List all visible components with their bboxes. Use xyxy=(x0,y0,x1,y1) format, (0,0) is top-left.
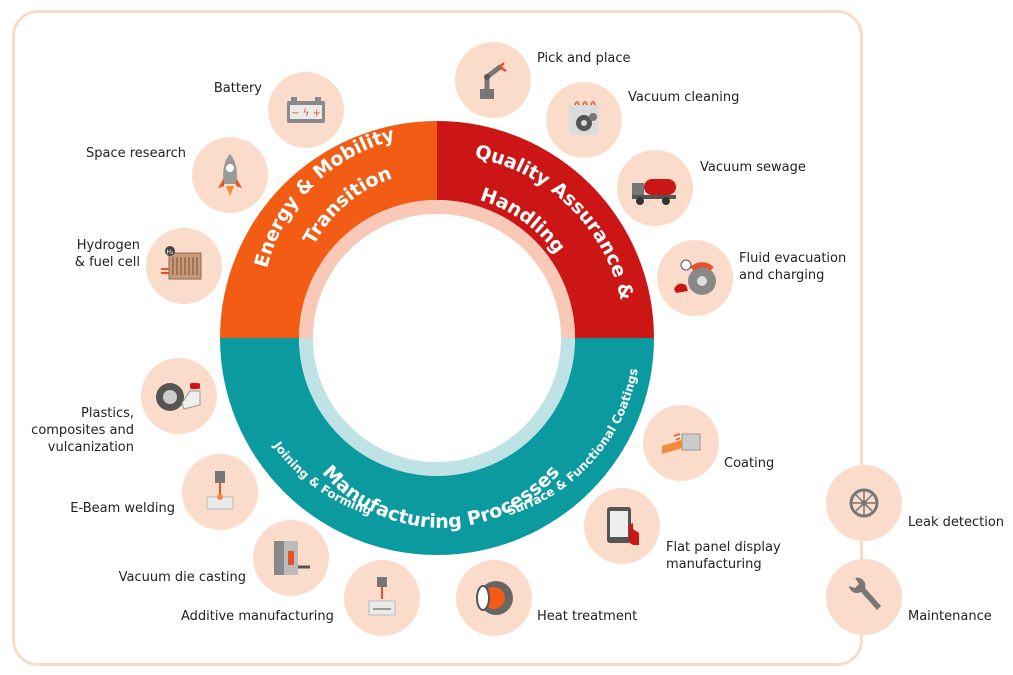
space-label: Space research xyxy=(86,146,186,161)
space-circle xyxy=(192,137,268,213)
plastics-label: Plastics, composites and vulcanization xyxy=(31,406,134,455)
maint-label: Maintenance xyxy=(908,609,992,624)
segment-manufacturing xyxy=(220,338,654,555)
ebeam-circle xyxy=(182,454,258,530)
wrench-icon xyxy=(849,577,881,610)
heat-label: Heat treatment xyxy=(537,609,638,624)
maint-circle xyxy=(826,559,902,635)
fluid-label: Fluid evacuation and charging xyxy=(739,251,847,283)
battery-label: Battery xyxy=(213,81,262,96)
leak-wheel-icon xyxy=(849,488,879,518)
flat-circle xyxy=(584,488,660,564)
outer-frame xyxy=(12,10,863,666)
tire-icon xyxy=(156,383,201,411)
pick-label: Pick and place xyxy=(537,51,631,66)
leak-circle xyxy=(826,465,902,541)
tablet-icon xyxy=(607,507,639,545)
hydrogen-label: Hydrogen & fuel cell xyxy=(74,238,140,270)
sewage-circle xyxy=(617,150,693,226)
fluid-circle xyxy=(657,240,733,316)
coating-circle xyxy=(643,405,719,481)
fuel-cell-icon: H₂ xyxy=(161,246,202,280)
laser-printer-icon xyxy=(368,577,396,616)
svg-text:H₂: H₂ xyxy=(167,249,175,256)
leak-label: Leak detection xyxy=(908,515,1005,530)
segment-quality xyxy=(437,121,654,338)
robot-arm-icon xyxy=(480,62,507,99)
heat-circle xyxy=(456,560,532,636)
rocket-icon xyxy=(218,154,242,196)
segment-energy xyxy=(220,121,437,338)
ebeam-label: E-Beam welding xyxy=(70,501,175,516)
svg-text:− ϟ +: − ϟ + xyxy=(291,108,321,119)
battery-circle: − ϟ + xyxy=(268,72,344,148)
cleaning-gear-icon xyxy=(569,101,599,135)
ebeam-gun-icon xyxy=(206,471,234,510)
vacclean-label: Vacuum cleaning xyxy=(628,90,740,105)
battery-icon: − ϟ + xyxy=(287,97,325,123)
furnace-icon xyxy=(476,581,513,615)
hydrogen-circle: H₂ xyxy=(146,228,222,304)
inner-ring-cool xyxy=(299,337,575,476)
additive-label: Additive manufacturing xyxy=(181,609,334,624)
tank-truck-icon xyxy=(632,179,676,205)
diecast-label: Vacuum die casting xyxy=(118,570,246,585)
additive-circle xyxy=(344,560,420,636)
coating-block-icon xyxy=(662,433,701,454)
vacclean-circle xyxy=(546,82,622,158)
sewage-label: Vacuum sewage xyxy=(700,160,806,175)
plastics-circle xyxy=(141,358,217,434)
inner-ring-warm xyxy=(299,200,575,339)
die-casting-icon xyxy=(274,541,310,575)
flat-label: Flat panel display manufacturing xyxy=(666,540,781,572)
coating-label: Coating xyxy=(724,456,775,471)
pick-circle xyxy=(455,42,531,118)
brake-disc-icon xyxy=(674,259,716,295)
diecast-circle xyxy=(253,520,329,596)
